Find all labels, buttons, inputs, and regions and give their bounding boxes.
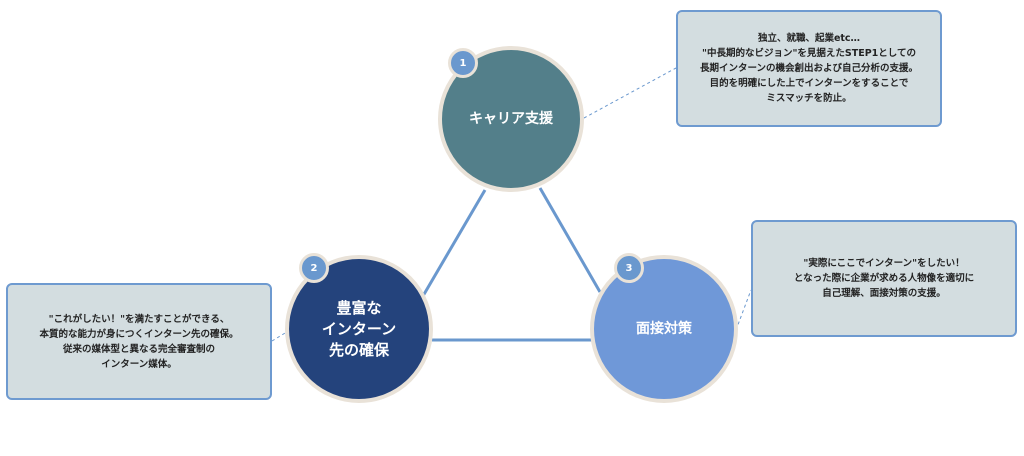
node-number-badge: 3: [614, 253, 644, 283]
description-line: 自己理解、面接対策の支援。: [822, 288, 946, 299]
connector-1-2: [421, 189, 487, 297]
node-label: 先の確保: [328, 340, 389, 359]
node-internship-placements: 豊富な インターン 先の確保: [285, 255, 433, 403]
description-line: ミスマッチを防止。: [766, 93, 852, 104]
node-label: インターン: [321, 319, 397, 338]
description-line: となった際に企業が求める人物像を適切に: [793, 273, 975, 284]
description-box-career: 独立、就職、起業etc… "中長期的なビジョン"を見据えたSTEP1としての 長…: [676, 10, 942, 127]
leader-3: [735, 289, 752, 331]
node-interview-prep: 面接対策: [590, 255, 738, 403]
connector-1-3: [538, 187, 602, 293]
node-label: キャリア支援: [469, 111, 553, 127]
description-box-placements: "これがしたい！"を満たすことができる、 本質的な能力が身につくインターン先の確…: [6, 283, 272, 400]
node-number-badge: 1: [448, 48, 478, 78]
description-line: 独立、就職、起業etc…: [757, 33, 861, 44]
description-line: 目的を明確にした上でインターンをすることで: [709, 78, 909, 89]
node-label: 豊富な: [336, 298, 382, 317]
leader-1: [583, 67, 677, 119]
description-line: "これがしたい！"を満たすことができる、: [48, 313, 230, 325]
description-line: "実際にここでインターン"をしたい！: [803, 258, 965, 269]
node-label: 面接対策: [636, 321, 692, 337]
description-line: 長期インターンの機会創出および自己分析の支援。: [699, 63, 919, 74]
node-number-badge: 2: [299, 253, 329, 283]
description-line: "中長期的なビジョン"を見据えたSTEP1としての: [702, 48, 916, 59]
description-line: インターン媒体。: [101, 358, 177, 370]
description-line: 本質的な能力が身につくインターン先の確保。: [39, 328, 239, 340]
description-line: 従来の媒体型と異なる完全審査制の: [62, 343, 215, 355]
description-box-interview: "実際にここでインターン"をしたい！ となった際に企業が求める人物像を適切に 自…: [751, 220, 1017, 337]
